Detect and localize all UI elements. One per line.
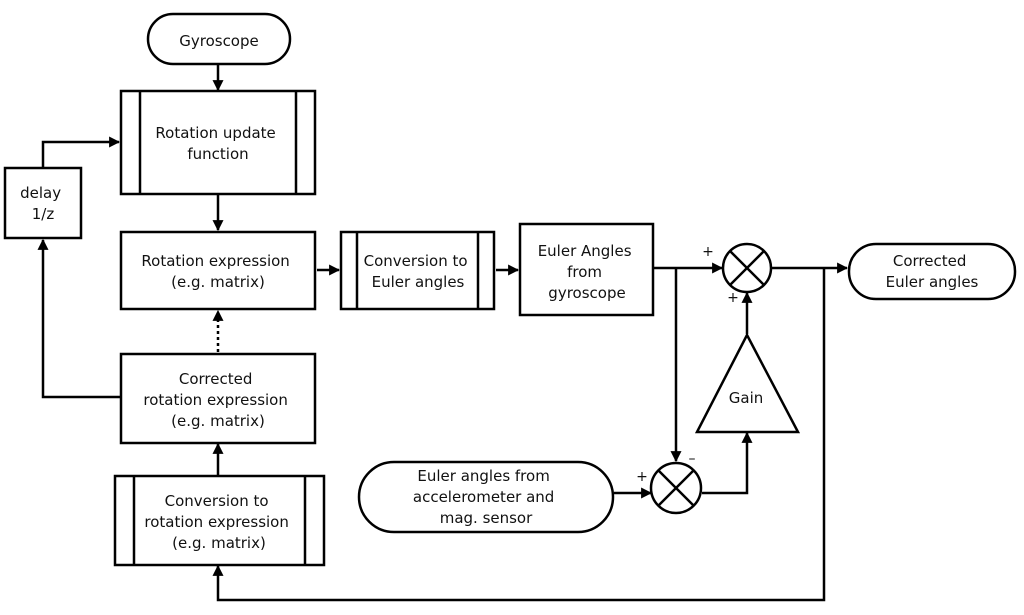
arrow-lower-sum-to-gain bbox=[702, 431, 753, 495]
euler-from-accel-terminator bbox=[357, 460, 615, 534]
nodes bbox=[3, 12, 1017, 567]
top-sum-left-sign: + bbox=[702, 244, 714, 260]
gyroscope-label: Gyroscope bbox=[179, 32, 259, 50]
rotation-expression-box bbox=[119, 230, 317, 311]
bottom-sum-top-sign: – bbox=[689, 451, 696, 467]
labels: Gyroscope Rotation update function delay… bbox=[20, 32, 978, 552]
gyroscope-terminator bbox=[146, 12, 292, 66]
corrected-euler-terminator bbox=[847, 242, 1017, 301]
arrow-feedback-to-conversion-rotation bbox=[212, 268, 826, 602]
conversion-euler-label: Conversion to Euler angles bbox=[364, 252, 473, 291]
rotation-update-process bbox=[119, 89, 317, 196]
euler-from-gyro-box bbox=[518, 222, 655, 317]
corrected-rotation-label: Corrected rotation expression (e.g. matr… bbox=[143, 370, 292, 430]
euler-from-gyro-label: Euler Angles from gyroscope bbox=[538, 242, 637, 302]
delay-label: delay 1/z bbox=[20, 184, 66, 223]
corrected-euler-label: Corrected Euler angles bbox=[886, 252, 979, 291]
connectors bbox=[37, 64, 849, 602]
delay-box bbox=[3, 166, 83, 240]
conversion-rotation-process bbox=[113, 474, 326, 567]
conversion-rotation-label: Conversion to rotation expression (e.g. … bbox=[144, 492, 293, 552]
euler-from-accel-label: Euler angles from accelerometer and mag.… bbox=[413, 467, 559, 527]
bottom-sum-left-sign: + bbox=[636, 469, 648, 485]
gain-triangle bbox=[694, 332, 801, 434]
rotation-expression-label: Rotation expression (e.g. matrix) bbox=[141, 252, 294, 291]
top-sum-junction bbox=[721, 242, 773, 294]
conversion-euler-process bbox=[339, 230, 496, 311]
corrected-rotation-box bbox=[119, 352, 317, 445]
arrow-delay-to-update bbox=[41, 136, 121, 167]
arrow-corrected-to-delay bbox=[37, 238, 121, 399]
top-sum-bottom-sign: + bbox=[727, 290, 739, 306]
bottom-sum-junction bbox=[649, 461, 703, 515]
rotation-update-label: Rotation update function bbox=[155, 124, 280, 163]
gain-label: Gain bbox=[729, 389, 764, 407]
